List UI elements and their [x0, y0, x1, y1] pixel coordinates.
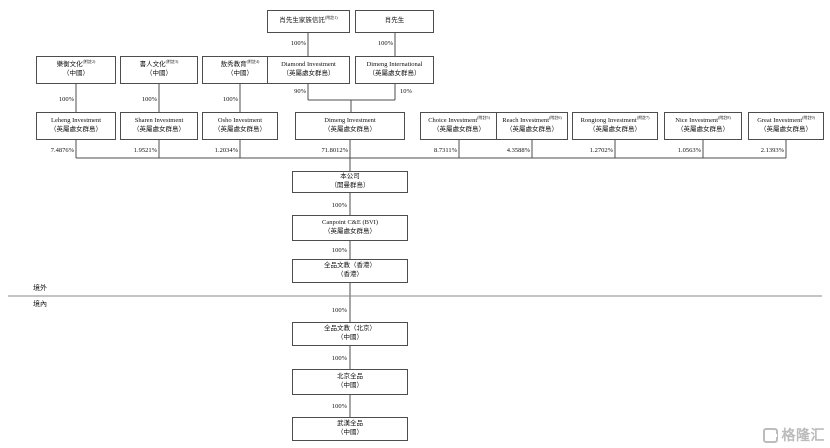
percentage-label: 4.3588%	[507, 147, 531, 154]
percentage-label: 8.7311%	[434, 147, 458, 154]
percentage-label: 100%	[142, 96, 158, 103]
percentage-label: 100%	[291, 40, 307, 47]
region-label-offshore: 境外	[33, 284, 47, 292]
percentage-label: 71.8012%	[321, 147, 348, 154]
percentage-label: 1.0563%	[678, 147, 702, 154]
org-node-canpoint-ce-bvi: Canpoint C&E (BVI)（英屬處女群島）	[292, 215, 408, 241]
org-node-mr-xiao: 肖先生	[355, 10, 434, 33]
percentage-label: 1.2702%	[590, 147, 614, 154]
org-node-rongtong-investment: Rongtong Investment(附註7)（英屬處女群島）	[572, 112, 658, 140]
org-node-great-investment: Great Investment(附註9)（英屬處女群島）	[748, 112, 824, 140]
org-node-wuhan-quanpin: 武漢全品（中國）	[292, 417, 408, 441]
org-node-sharen-culture: 書人文化(附註3)（中國）	[120, 56, 198, 84]
org-node-leheng-investment: Leheng Investment（英屬處女群島）	[36, 112, 116, 140]
percentage-label: 100%	[59, 96, 75, 103]
org-node-quanpin-wenjiao-beijing: 全品文教（北京）（中國）	[292, 322, 408, 346]
org-node-diamond-investment: Diamond Investment（英屬處女群島）	[267, 56, 350, 84]
org-node-sharen-investment: Sharen Investment（英屬處女群島）	[120, 112, 198, 140]
percentage-label: 90%	[294, 88, 307, 95]
percentage-label: 100%	[332, 307, 348, 314]
watermark: 格隆汇	[762, 425, 826, 445]
gelonghui-logo-icon	[762, 427, 778, 443]
org-node-xiao-family-trust: 肖先生家族信託(附註1)	[267, 10, 350, 33]
org-node-aoxiu-education: 敖秀教育(附註4)（中國）	[202, 56, 278, 84]
org-node-dimeng-international: Dimeng International（英屬處女群島）	[355, 56, 434, 84]
percentage-label: 1.9521%	[134, 147, 158, 154]
org-node-leheng-culture: 樂衡文化(附註2)（中國）	[36, 56, 116, 84]
percentage-label: 100%	[332, 247, 348, 254]
percentage-label: 1.2034%	[215, 147, 239, 154]
org-node-the-company: 本公司（開曼群島）	[292, 171, 408, 193]
watermark-text: 格隆汇	[781, 427, 825, 443]
percentage-label: 7.4876%	[51, 147, 75, 154]
percentage-label: 100%	[223, 96, 239, 103]
org-node-osho-investment: Osho Investment（英屬處女群島）	[202, 112, 278, 140]
org-node-reach-investment: Reach Investment(附註6)（英屬處女群島）	[496, 112, 568, 140]
org-node-dimeng-investment: Dimeng Investment（英屬處女群島）	[295, 112, 405, 140]
org-node-quanpin-wenjiao-hk: 全品文教（香港）（香港）	[292, 259, 408, 283]
org-node-choice-investment: Choice Investment(附註5)（英屬處女群島）	[420, 112, 498, 140]
percentage-label: 100%	[378, 40, 394, 47]
percentage-label: 100%	[332, 403, 348, 410]
region-label-onshore: 境內	[33, 300, 47, 308]
org-node-nice-investment: Nice Investment(附註8)（英屬處女群島）	[664, 112, 742, 140]
percentage-label: 10%	[400, 88, 413, 95]
percentage-label: 100%	[332, 202, 348, 209]
percentage-label: 2.1393%	[761, 147, 785, 154]
org-node-beijing-quanpin: 北京全品（中國）	[292, 369, 408, 395]
percentage-label: 100%	[332, 355, 348, 362]
